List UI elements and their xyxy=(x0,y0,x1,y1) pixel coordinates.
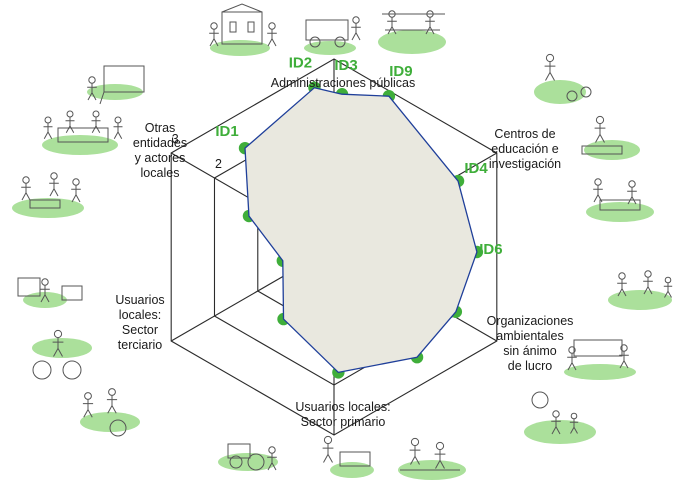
illustration-tractor xyxy=(218,443,278,471)
illustration-presentation xyxy=(87,65,145,105)
illustration-hikers xyxy=(608,270,673,310)
illustration-cyclist xyxy=(32,329,92,380)
illustration-picnic xyxy=(12,172,84,218)
illustration-scientist xyxy=(581,115,640,160)
data-label-id4: ID4 xyxy=(464,160,488,177)
illustration-planting xyxy=(534,53,592,104)
data-label-id6: ID6 xyxy=(479,241,502,258)
grid-spoke-4 xyxy=(170,265,302,342)
data-area xyxy=(244,87,478,374)
sector-label-organizaciones: Organizaciones ambientales sin ánimo de … xyxy=(486,314,574,373)
illustration-guides xyxy=(80,388,140,437)
data-label-id9: ID9 xyxy=(389,63,412,80)
data-label-id1: ID1 xyxy=(215,123,238,140)
illustration-meeting xyxy=(42,110,123,155)
tick-label-2: 2 xyxy=(215,157,222,171)
tick-label-3: 3 xyxy=(172,132,179,146)
sector-label-terciario: Usuarios locales: Sector terciario xyxy=(115,293,165,352)
illustration-field-work xyxy=(378,10,446,54)
illustration-van xyxy=(304,16,361,55)
illustration-town-hall xyxy=(209,3,277,56)
illustration-cow xyxy=(322,435,374,478)
data-label-id3: ID3 xyxy=(334,57,357,74)
sector-label-primario: Usuarios locales: Sector primario xyxy=(295,400,391,429)
sector-label-otras: Otras entidades y actores locales xyxy=(132,121,188,180)
sector-label-administraciones: Administraciones públicas xyxy=(270,76,416,90)
illustration-park xyxy=(524,391,596,444)
illustration-harvest xyxy=(398,437,466,480)
illustration-banner xyxy=(564,339,636,380)
illustration-lab xyxy=(586,178,654,222)
illustration-shop xyxy=(17,277,83,308)
data-label-id2: ID2 xyxy=(289,55,312,72)
sector-label-centros: Centros de educación e investigación xyxy=(488,127,562,171)
